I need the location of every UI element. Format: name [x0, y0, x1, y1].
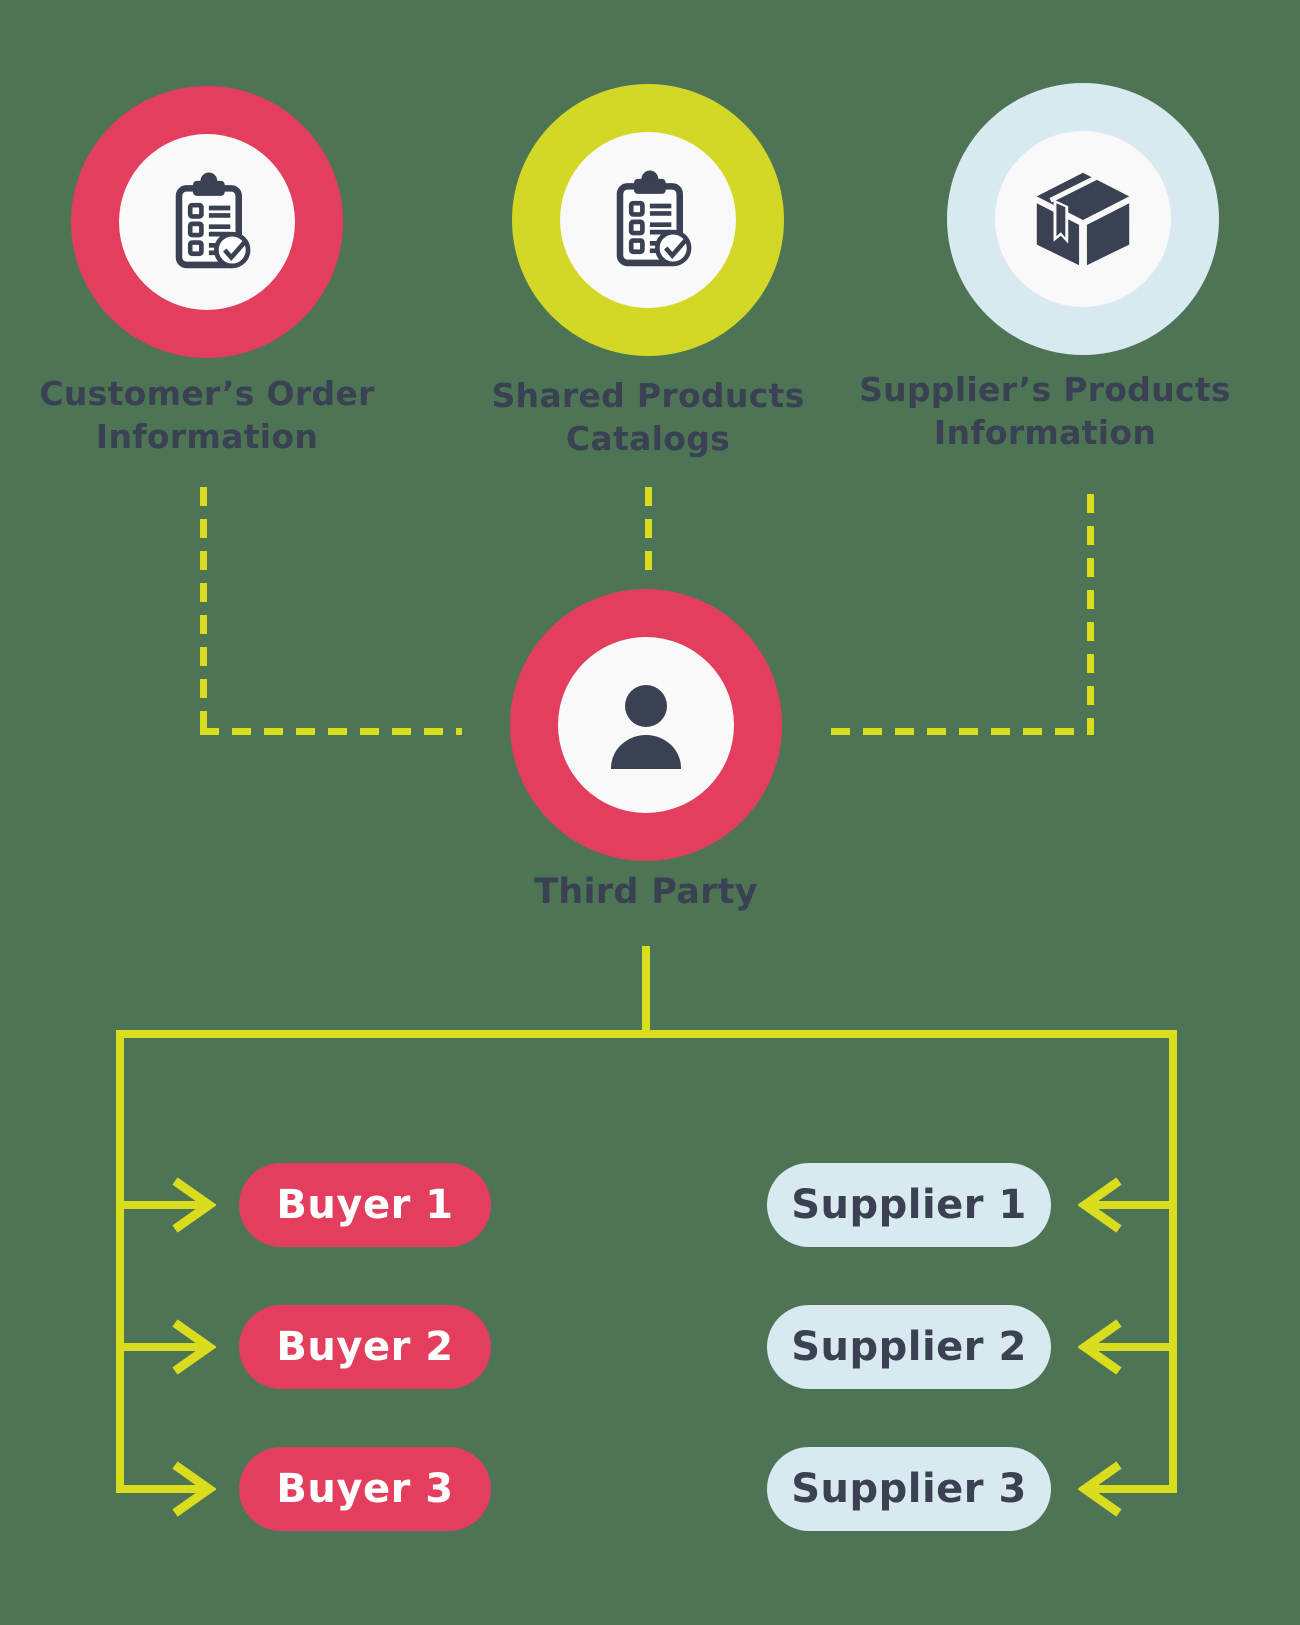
arrow-right-icon — [172, 1177, 216, 1233]
third-party-label: Third Party — [534, 872, 758, 912]
supplier-1-pill: Supplier 1 — [767, 1163, 1051, 1247]
customer-order-connector-vertical — [200, 487, 207, 735]
supplier-products-label-line2: Information — [933, 413, 1157, 452]
customer-order-circle — [71, 86, 343, 358]
supplier-2-pill: Supplier 2 — [767, 1305, 1051, 1389]
customer-order-circle-core — [119, 134, 295, 310]
supplier-2-branch-line — [1092, 1343, 1169, 1351]
shared-catalogs-label-line1: Shared Products — [491, 376, 805, 415]
supplier-products-connector-vertical — [1087, 494, 1094, 735]
buyer-3-pill: Buyer 3 — [239, 1447, 491, 1531]
supplier-products-label: Supplier’s Products Information — [845, 368, 1245, 454]
clipboard-check-icon — [616, 170, 692, 267]
supplier-1-branch-line — [1092, 1201, 1169, 1209]
buyer-2-branch-line — [120, 1343, 206, 1351]
supplier-3-pill: Supplier 3 — [767, 1447, 1051, 1531]
arrow-left-icon — [1078, 1319, 1122, 1375]
buyer-1-pill: Buyer 1 — [239, 1163, 491, 1247]
supplier-products-circle — [947, 83, 1219, 355]
suppliers-trunk-line — [1169, 1030, 1177, 1493]
third-party-circle-core — [558, 637, 734, 813]
shared-catalogs-circle — [512, 84, 784, 356]
shared-catalogs-circle-core — [560, 132, 736, 308]
customer-order-label-line2: Information — [95, 417, 319, 456]
shared-catalogs-label: Shared Products Catalogs — [448, 374, 848, 460]
buyer-2-pill: Buyer 2 — [239, 1305, 491, 1389]
network-main-line — [116, 1030, 1177, 1038]
buyer-3-branch-line — [120, 1485, 206, 1493]
buyer-1-branch-line — [120, 1201, 206, 1209]
supplier-products-circle-core — [995, 131, 1171, 307]
third-party-circle — [510, 589, 782, 861]
supplier-products-label-line1: Supplier’s Products — [859, 370, 1231, 409]
arrow-left-icon — [1078, 1461, 1122, 1517]
shared-catalogs-label-line2: Catalogs — [565, 419, 731, 458]
customer-order-connector-horizontal — [200, 728, 462, 735]
arrow-right-icon — [172, 1461, 216, 1517]
supplier-3-branch-line — [1092, 1485, 1169, 1493]
supplier-products-connector-horizontal — [831, 728, 1094, 735]
shared-catalogs-connector — [645, 487, 652, 573]
buyers-trunk-line — [116, 1030, 124, 1493]
customer-order-label-line1: Customer’s Order — [39, 374, 375, 413]
hub-to-network-line — [642, 946, 650, 1038]
customer-order-label: Customer’s Order Information — [7, 372, 407, 458]
package-box-icon — [1036, 172, 1130, 266]
arrow-left-icon — [1078, 1177, 1122, 1233]
person-icon — [611, 685, 681, 769]
clipboard-check-icon — [175, 172, 251, 269]
arrow-right-icon — [172, 1319, 216, 1375]
